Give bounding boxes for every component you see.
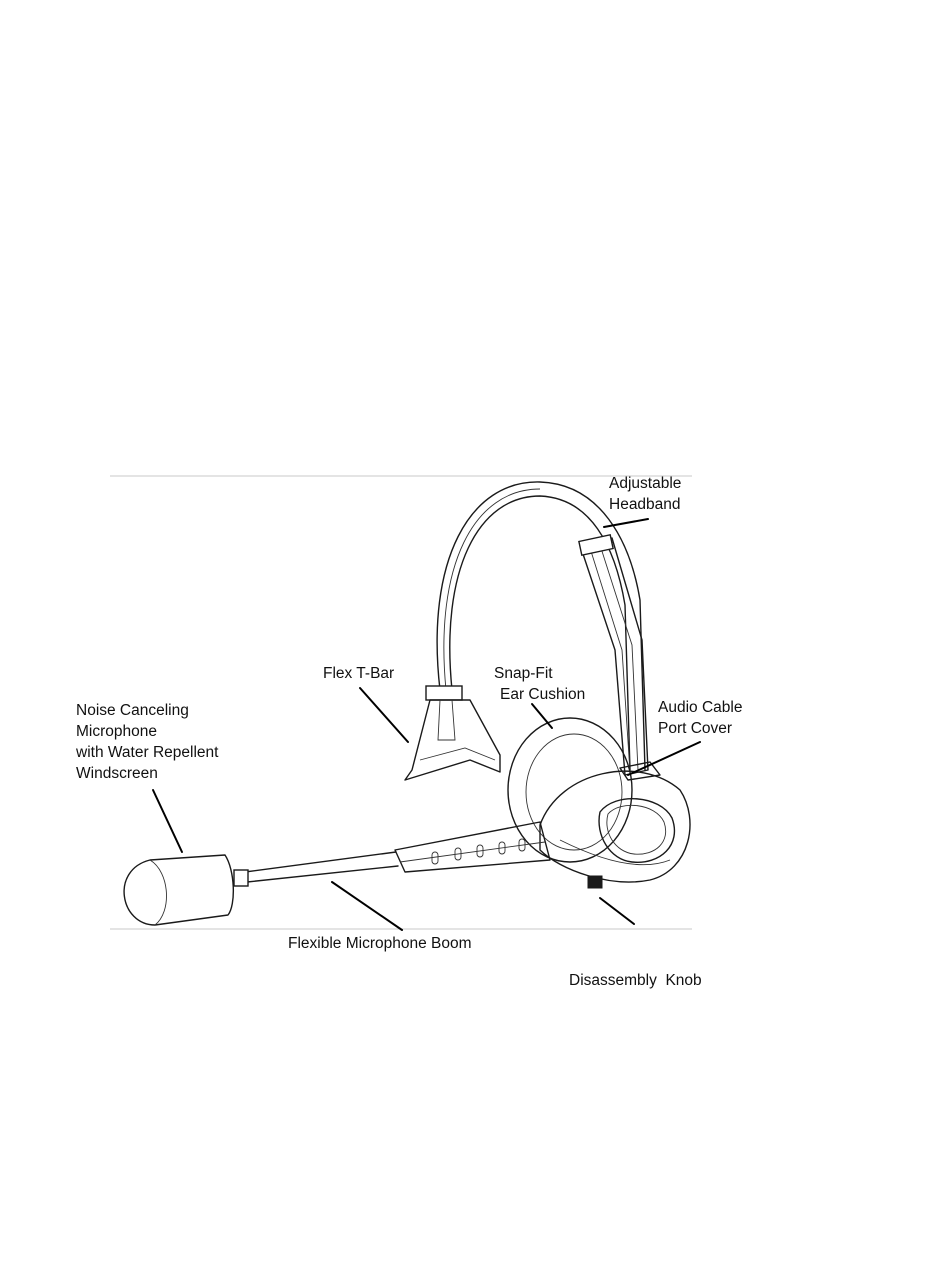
label-line: Audio Cable [658, 697, 742, 718]
label-line: Snap-Fit [494, 663, 585, 684]
label-line: Disassembly Knob [569, 970, 702, 991]
label-flexible-microphone-boom: Flexible Microphone Boom [288, 933, 472, 954]
headband-drawing [437, 482, 648, 775]
label-line: Windscreen [76, 763, 218, 784]
label-line: Port Cover [658, 718, 742, 739]
leader-noise-canceling-microphone [153, 790, 182, 852]
flexible-boom-drawing [234, 852, 398, 886]
leader-snap-fit-ear-cushion [532, 704, 552, 728]
label-line: Flex T-Bar [323, 663, 394, 684]
leader-audio-cable-port-cover [628, 742, 700, 775]
microphone-drawing [124, 855, 233, 925]
label-line: Headband [609, 494, 681, 515]
label-adjustable-headband: Adjustable Headband [609, 473, 681, 515]
label-line: Flexible Microphone Boom [288, 933, 472, 954]
label-audio-cable-port-cover: Audio Cable Port Cover [658, 697, 742, 739]
leader-flexible-microphone-boom [332, 882, 402, 930]
boom-housing-drawing [395, 822, 550, 872]
label-snap-fit-ear-cushion: Snap-Fit Ear Cushion [494, 663, 585, 705]
label-flex-t-bar: Flex T-Bar [323, 663, 394, 684]
leader-disassembly-knob [600, 898, 634, 924]
t-bar-drawing [405, 686, 500, 780]
label-line: with Water Repellent [76, 742, 218, 763]
label-line: Microphone [76, 721, 218, 742]
label-noise-canceling-microphone: Noise Canceling Microphone with Water Re… [76, 700, 218, 784]
label-disassembly-knob: Disassembly Knob [569, 928, 702, 1012]
label-line: Ear Cushion [494, 684, 585, 705]
earpiece-drawing [508, 718, 690, 888]
leader-flex-t-bar [360, 688, 408, 742]
label-line: Adjustable [609, 473, 681, 494]
label-line: Noise Canceling [76, 700, 218, 721]
